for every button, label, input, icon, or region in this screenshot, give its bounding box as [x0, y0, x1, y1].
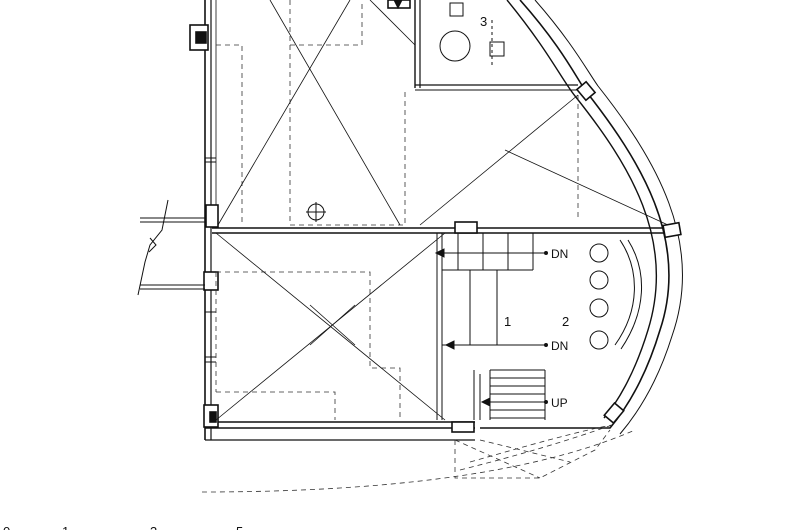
exterior-lines	[137, 199, 205, 296]
window-ticks	[205, 157, 216, 363]
walls	[204, 0, 684, 441]
scale-tick-5: 5	[236, 524, 243, 530]
scale-tick-0: 0	[3, 524, 10, 530]
stair-label-dn-middle: DN	[551, 339, 568, 353]
stairs	[434, 233, 548, 420]
diagonal-lines	[215, 0, 669, 421]
stair-label-dn-upper: DN	[551, 247, 568, 261]
scale-tick-3: 3	[150, 524, 157, 530]
stair-label-up-lower: UP	[551, 396, 568, 410]
room-label-1: 1	[504, 314, 511, 329]
wall-columns	[189, 0, 682, 433]
dashed-outlines	[201, 0, 636, 493]
fixtures	[306, 0, 505, 222]
room-label-2: 2	[562, 314, 569, 329]
room-label-3: 3	[480, 14, 487, 29]
scale-tick-1: 1	[62, 524, 69, 530]
scale-bar: 0 1 3 5	[3, 524, 243, 530]
seating	[589, 239, 642, 350]
